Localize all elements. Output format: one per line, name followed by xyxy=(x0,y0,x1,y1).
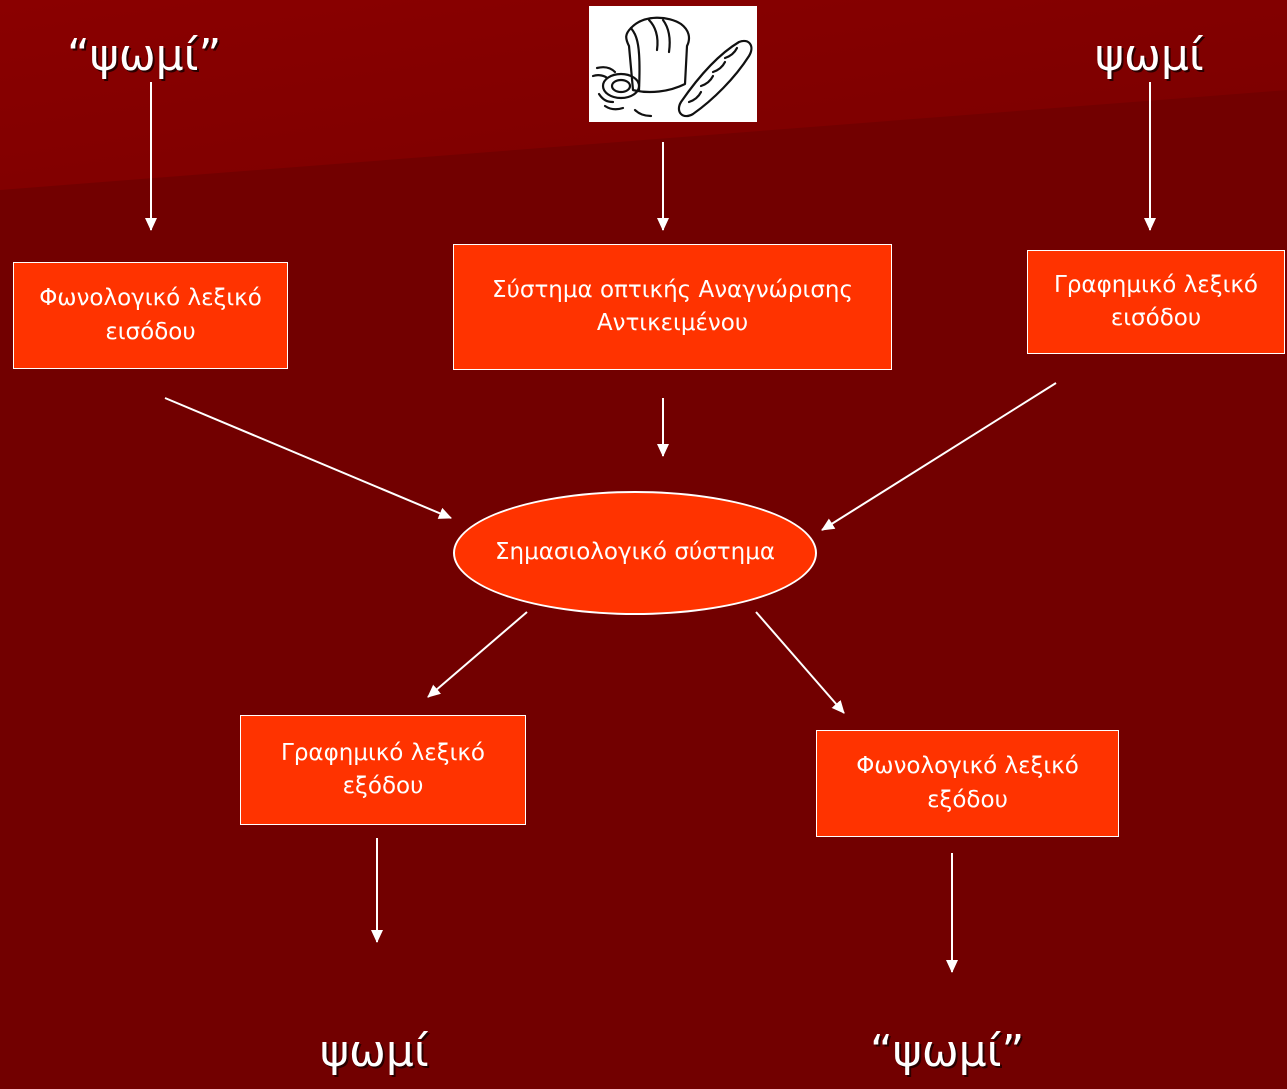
spoken-word-output: “ψωμί” xyxy=(870,1026,1025,1077)
spoken-word-input: “ψωμί” xyxy=(67,30,222,81)
phonological-input-line-2: εισόδου xyxy=(105,318,196,345)
phonological-output-line-1: Φωνολογικό λεξικό xyxy=(856,753,1079,780)
object-recognition-line-1: Σύστημα οπτικής Αναγνώρισης xyxy=(492,276,853,303)
arrow-orth-input-to-semantic xyxy=(821,382,1057,531)
semantic-system-line-1: Σημασιολογικό xyxy=(494,539,668,566)
written-word-output: ψωμί xyxy=(320,1026,429,1077)
phonological-output-line-2: εξόδου xyxy=(927,786,1008,813)
phonological-input-lexicon-box: Φωνολογικό λεξικό εισόδου xyxy=(13,262,288,369)
orthographic-output-line-1: Γραφημικό λεξικό xyxy=(281,739,485,766)
object-recognition-system-box: Σύστημα οπτικής Αναγνώρισης Αντικειμένου xyxy=(453,244,892,370)
orthographic-output-line-2: εξόδου xyxy=(342,773,424,799)
arrow-phon-input-to-semantic xyxy=(164,397,452,519)
phonological-output-lexicon-box: Φωνολογικό λεξικό εξόδου xyxy=(816,730,1119,837)
object-recognition-line-2: Αντικειμένου xyxy=(596,310,749,336)
phonological-input-line-1: Φωνολογικό λεξικό xyxy=(39,285,262,312)
semantic-system-ellipse: Σημασιολογικό σύστημα xyxy=(453,491,817,615)
bread-picture-icon xyxy=(589,6,757,122)
orthographic-input-lexicon-box: Γραφημικό λεξικό εισόδου xyxy=(1027,250,1285,354)
orthographic-input-line-1: Γραφημικό λεξικό xyxy=(1054,271,1258,298)
orthographic-output-lexicon-box: Γραφημικό λεξικό εξόδου xyxy=(240,715,526,825)
arrow-semantic-to-orth-output xyxy=(427,611,528,698)
written-word-input: ψωμί xyxy=(1095,30,1204,81)
orthographic-input-line-2: εισόδου xyxy=(1110,305,1202,331)
arrow-semantic-to-phon-output xyxy=(755,611,845,714)
semantic-system-line-2: σύστημα xyxy=(674,539,776,566)
